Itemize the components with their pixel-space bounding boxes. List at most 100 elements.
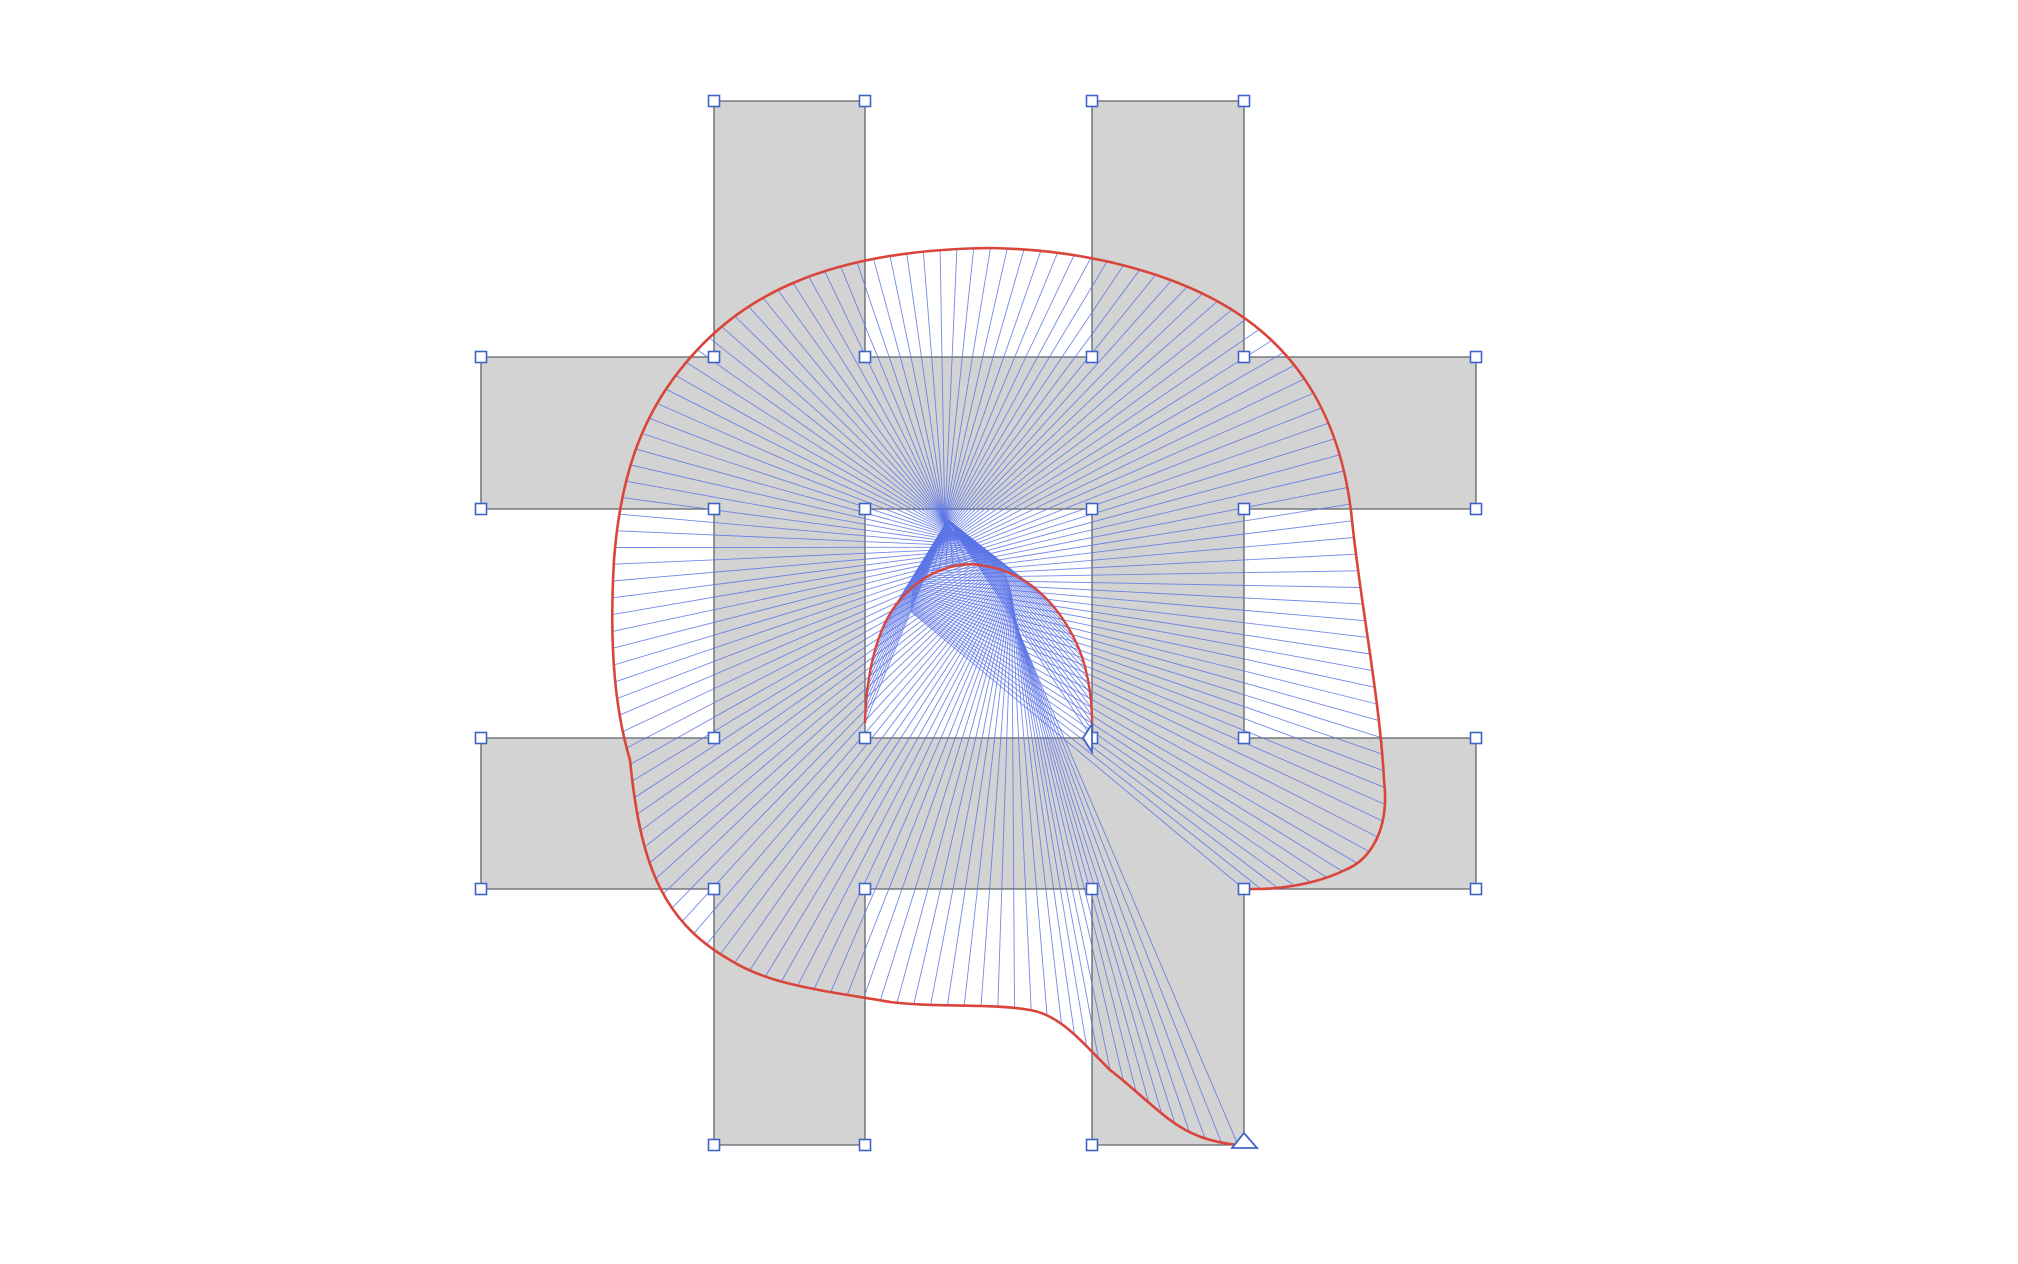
offset-ray <box>813 580 1009 990</box>
offset-ray <box>830 582 1009 993</box>
square-handle-icon[interactable] <box>707 882 721 896</box>
end-marker-icon <box>1230 1131 1259 1149</box>
inner-offset-ray <box>947 519 1077 644</box>
square-handle-icon[interactable] <box>1237 731 1251 745</box>
inner-offset-ray <box>931 519 949 575</box>
offset-ray <box>708 337 966 542</box>
square-handle-icon[interactable] <box>707 94 721 108</box>
offset-ray <box>1011 599 1048 1016</box>
offset-ray <box>932 265 1124 551</box>
offset-ray <box>935 255 1075 548</box>
offset-ray <box>913 582 1368 638</box>
offset-ray <box>641 433 975 544</box>
offset-ray <box>927 293 1203 555</box>
square-handle-icon[interactable] <box>858 882 872 896</box>
offset-ray <box>919 407 1322 567</box>
inner-offset-ray <box>947 519 1083 658</box>
inner-offset-ray <box>938 519 949 571</box>
offset-ray <box>913 584 1371 655</box>
offset-ray <box>923 329 1260 560</box>
offset-ray <box>906 253 949 542</box>
offset-ray <box>748 306 962 541</box>
offset-ray <box>1012 612 1176 1124</box>
square-handle-icon[interactable] <box>474 502 488 516</box>
offset-ray <box>1012 615 1206 1139</box>
offset-ray <box>920 392 1314 565</box>
offset-ray <box>919 422 1329 568</box>
offset-ray <box>622 556 994 733</box>
square-handle-icon[interactable] <box>1085 94 1099 108</box>
offset-ray <box>914 580 1363 605</box>
offset-ray <box>939 250 946 543</box>
offset-ray <box>912 588 1378 705</box>
inner-offset-ray <box>918 519 949 582</box>
square-handle-icon[interactable] <box>1085 350 1099 364</box>
square-handle-icon[interactable] <box>1085 502 1099 516</box>
square-handle-icon[interactable] <box>858 502 872 516</box>
offset-ray <box>896 587 1011 1003</box>
square-handle-icon[interactable] <box>1469 350 1483 364</box>
square-handle-icon[interactable] <box>858 731 872 745</box>
offset-ray <box>929 280 1172 553</box>
offset-ray <box>921 378 1305 564</box>
square-handle-icon[interactable] <box>707 350 721 364</box>
square-handle-icon[interactable] <box>1085 1138 1099 1152</box>
offset-ray <box>1012 605 1111 1071</box>
offset-ray <box>685 361 968 542</box>
offset-ray <box>856 262 953 541</box>
offset-ray <box>1011 597 1032 1011</box>
offset-ray <box>1012 603 1088 1047</box>
square-handle-icon[interactable] <box>858 94 872 108</box>
square-handle-icon[interactable] <box>707 731 721 745</box>
offset-ray <box>889 255 950 542</box>
offset-ray <box>931 269 1141 552</box>
square-handle-icon[interactable] <box>1085 882 1099 896</box>
offset-ray <box>792 282 958 541</box>
square-handle-icon[interactable] <box>474 350 488 364</box>
square-handle-icon[interactable] <box>858 1138 872 1152</box>
square-handle-icon[interactable] <box>1469 882 1483 896</box>
offset-ray <box>910 611 1245 890</box>
square-handle-icon[interactable] <box>1237 350 1251 364</box>
offset-ray <box>808 276 956 541</box>
offset-ray <box>734 574 1006 964</box>
inner-offset-ray <box>947 519 1089 679</box>
offset-ray <box>1011 601 1075 1035</box>
square-handle-icon[interactable] <box>474 731 488 745</box>
offset-ray <box>612 548 985 582</box>
offset-ray <box>934 257 1092 549</box>
square-handle-icon[interactable] <box>1237 882 1251 896</box>
square-handle-icon[interactable] <box>707 502 721 516</box>
inner-offset-ray <box>947 519 1093 716</box>
offset-ray <box>910 608 1278 889</box>
offset-ray <box>937 250 1042 547</box>
square-handle-icon[interactable] <box>858 350 872 364</box>
offset-ray <box>665 388 971 543</box>
square-handle-icon[interactable] <box>474 882 488 896</box>
inner-offset-curve <box>863 563 1094 739</box>
inner-offset-ray <box>945 519 949 569</box>
offset-ray <box>914 581 1366 622</box>
offset-ray <box>840 266 954 541</box>
offset-ray <box>719 573 1006 955</box>
square-handle-icon[interactable] <box>707 1138 721 1152</box>
offset-ray <box>764 576 1007 977</box>
square-handle-icon[interactable] <box>1469 731 1483 745</box>
inner-offset-ray <box>947 519 1091 694</box>
offset-ray <box>706 572 1005 945</box>
square-handle-icon[interactable] <box>1237 502 1251 516</box>
square-handle-icon[interactable] <box>1237 94 1251 108</box>
square-handle-icon[interactable] <box>1469 502 1483 516</box>
offset-ray <box>911 593 1384 772</box>
offset-ray <box>912 592 1383 755</box>
offset-ray <box>963 592 1012 1006</box>
offset-ray <box>697 349 967 542</box>
offset-ray <box>619 513 981 547</box>
inner-offset-ray <box>947 519 1087 672</box>
inner-offset-ray <box>925 519 949 578</box>
offset-ray <box>781 578 1008 982</box>
inner-offset-rays <box>864 519 1093 739</box>
offset-ray <box>721 326 964 541</box>
offset-ray <box>913 588 1011 1005</box>
